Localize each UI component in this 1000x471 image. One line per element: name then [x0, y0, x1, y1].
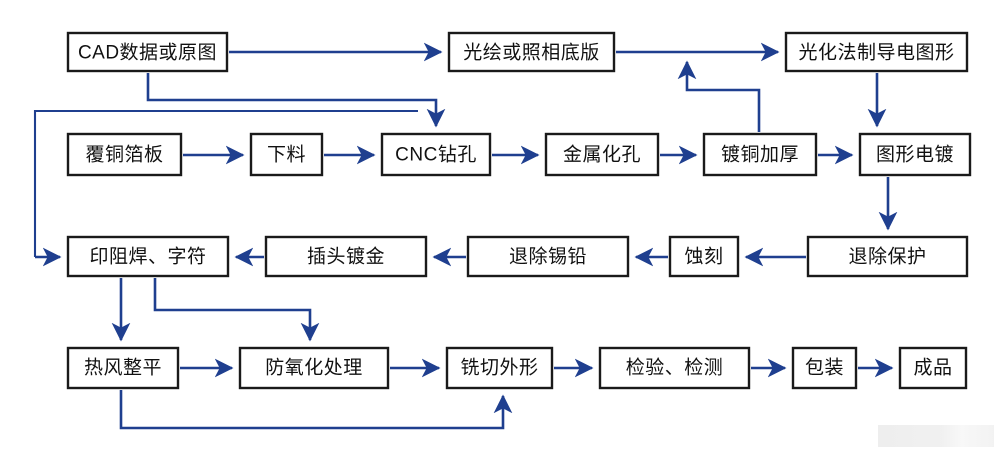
node-box[interactable]	[66, 132, 183, 177]
node-label: 检验、检测	[626, 357, 724, 379]
node-copper-thickening[interactable]: 镀铜加厚	[702, 132, 818, 177]
node-label: 蚀刻	[684, 246, 723, 268]
node-box[interactable]	[66, 235, 230, 278]
node-label: CNC钻孔	[395, 144, 477, 166]
node-box[interactable]	[238, 346, 390, 390]
node-anti-oxidation[interactable]: 防氧化处理	[238, 346, 390, 390]
node-label: 金属化孔	[563, 144, 641, 166]
watermark-strip	[878, 425, 994, 447]
node-label: 图形电镀	[876, 144, 954, 166]
node-layer: CAD数据或原图 光绘或照相底版 光化法制导电图形 覆铜箔板 下料 CNC	[66, 31, 972, 390]
node-label: 铣切外形	[460, 357, 538, 379]
node-label: 退除保护	[848, 246, 926, 268]
node-label: 印阻焊、字符	[89, 246, 206, 268]
node-box[interactable]	[898, 346, 968, 390]
connector-layer	[33, 42, 898, 430]
node-inspection-testing[interactable]: 检验、检测	[598, 346, 751, 390]
node-box[interactable]	[66, 31, 229, 73]
node-label: 插头镀金	[307, 246, 385, 268]
node-finished-product[interactable]: 成品	[898, 346, 968, 390]
node-label: CAD数据或原图	[78, 42, 217, 64]
node-hot-air-leveling[interactable]: 热风整平	[66, 346, 180, 390]
node-etching[interactable]: 蚀刻	[668, 235, 740, 278]
node-phototool[interactable]: 光绘或照相底版	[447, 31, 616, 73]
node-label: 覆铜箔板	[85, 144, 163, 166]
node-label: 热风整平	[84, 357, 162, 379]
node-gold-finger-plating[interactable]: 插头镀金	[264, 235, 428, 278]
connector-solderprint-to-antioxidation	[153, 278, 320, 342]
node-cutting[interactable]: 下料	[249, 132, 324, 177]
node-label: 成品	[913, 357, 952, 379]
node-label: 光绘或照相底版	[463, 42, 600, 64]
node-box[interactable]	[806, 235, 969, 278]
node-box[interactable]	[249, 132, 324, 177]
node-box[interactable]	[466, 235, 630, 278]
node-photochemical-pattern[interactable]: 光化法制导电图形	[784, 31, 969, 73]
node-label: 镀铜加厚	[721, 144, 799, 166]
node-box[interactable]	[544, 132, 660, 177]
node-box[interactable]	[66, 346, 180, 390]
node-label: 包装	[805, 357, 844, 379]
node-packaging[interactable]: 包装	[791, 346, 858, 390]
node-box[interactable]	[445, 346, 554, 390]
node-cad-source[interactable]: CAD数据或原图	[66, 31, 229, 73]
node-label: 光化法制导电图形	[798, 42, 954, 64]
node-box[interactable]	[598, 346, 751, 390]
connector-hasl-to-routing	[119, 390, 513, 430]
connector-cad-to-cnc	[146, 73, 446, 128]
node-copper-clad-laminate[interactable]: 覆铜箔板	[66, 132, 183, 177]
node-label: 退除锡铅	[509, 246, 587, 268]
node-label: 下料	[267, 144, 306, 166]
connector-left-rail-vertical	[33, 109, 418, 257]
node-box[interactable]	[702, 132, 818, 177]
node-box[interactable]	[264, 235, 428, 278]
node-pattern-plating[interactable]: 图形电镀	[858, 132, 972, 177]
node-box[interactable]	[858, 132, 972, 177]
node-hole-metallization[interactable]: 金属化孔	[544, 132, 660, 177]
node-box[interactable]	[380, 132, 492, 177]
node-label: 防氧化处理	[265, 357, 363, 379]
node-box[interactable]	[784, 31, 969, 73]
node-strip-resist[interactable]: 退除保护	[806, 235, 969, 278]
connector-copperthicken-to-photochem	[677, 60, 761, 132]
node-strip-tin-lead[interactable]: 退除锡铅	[466, 235, 630, 278]
node-routing-profile[interactable]: 铣切外形	[445, 346, 554, 390]
node-box[interactable]	[668, 235, 740, 278]
node-solder-mask-legend[interactable]: 印阻焊、字符	[66, 235, 230, 278]
node-box[interactable]	[791, 346, 858, 390]
node-box[interactable]	[447, 31, 616, 73]
node-cnc-drilling[interactable]: CNC钻孔	[380, 132, 492, 177]
